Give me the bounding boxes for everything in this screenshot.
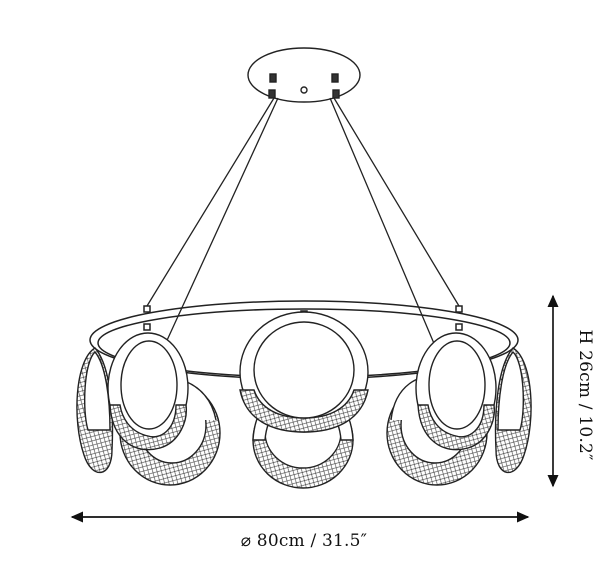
ring-far-left: [76, 347, 114, 474]
ring-right-front: [415, 332, 497, 451]
ring-far-right: [494, 347, 532, 474]
decorative-rings: [76, 311, 532, 489]
width-dimension: ⌀ 80cm / 31.5″: [70, 511, 530, 551]
width-label: ⌀ 80cm / 31.5″: [241, 531, 367, 551]
height-label: H 26cm / 10.2″: [575, 329, 595, 460]
ring-left-front: [107, 332, 189, 451]
ceiling-canopy: [247, 47, 361, 103]
ring-center-front: [239, 311, 369, 433]
height-dimension: H 26cm / 10.2″: [547, 294, 595, 488]
